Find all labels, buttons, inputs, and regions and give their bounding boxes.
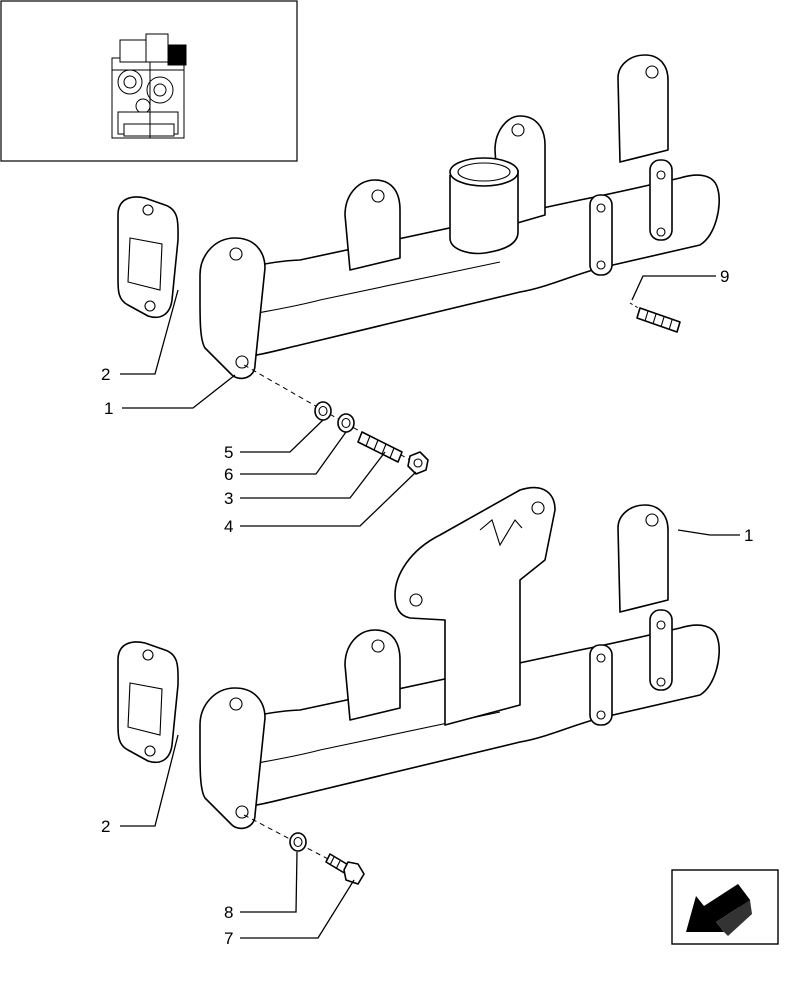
callout-8: 8 [224, 903, 233, 922]
gasket-top [117, 196, 179, 319]
washer-5 [314, 401, 332, 421]
arrow-nav-icon [686, 884, 752, 936]
callout-1-top: 1 [104, 399, 113, 418]
callout-9: 9 [720, 267, 729, 286]
bolt-7 [325, 853, 365, 885]
callout-4: 4 [224, 517, 233, 536]
callout-5: 5 [224, 443, 233, 462]
callout-2-bottom: 2 [101, 817, 110, 836]
callout-labels: 2 1 5 6 3 4 9 1 2 8 7 [101, 267, 753, 948]
callout-2-top: 2 [101, 365, 110, 384]
callout-3: 3 [224, 489, 233, 508]
engine-locator-thumbnail[interactable] [0, 0, 298, 162]
washer-8 [289, 832, 307, 852]
stud-3 [357, 431, 403, 463]
exhaust-manifold-top [199, 54, 720, 380]
nut-4 [407, 451, 429, 475]
callout-1-bottom: 1 [744, 526, 753, 545]
callout-6: 6 [224, 465, 233, 484]
stud-9 [629, 302, 681, 333]
leader-lines [120, 275, 740, 939]
washer-6 [337, 413, 355, 433]
nav-arrow-button[interactable] [671, 869, 779, 945]
exhaust-manifold-bottom [199, 486, 720, 830]
callout-7: 7 [224, 929, 233, 948]
gasket-bottom [117, 641, 179, 764]
engine-thumbnail-icon [111, 33, 187, 139]
